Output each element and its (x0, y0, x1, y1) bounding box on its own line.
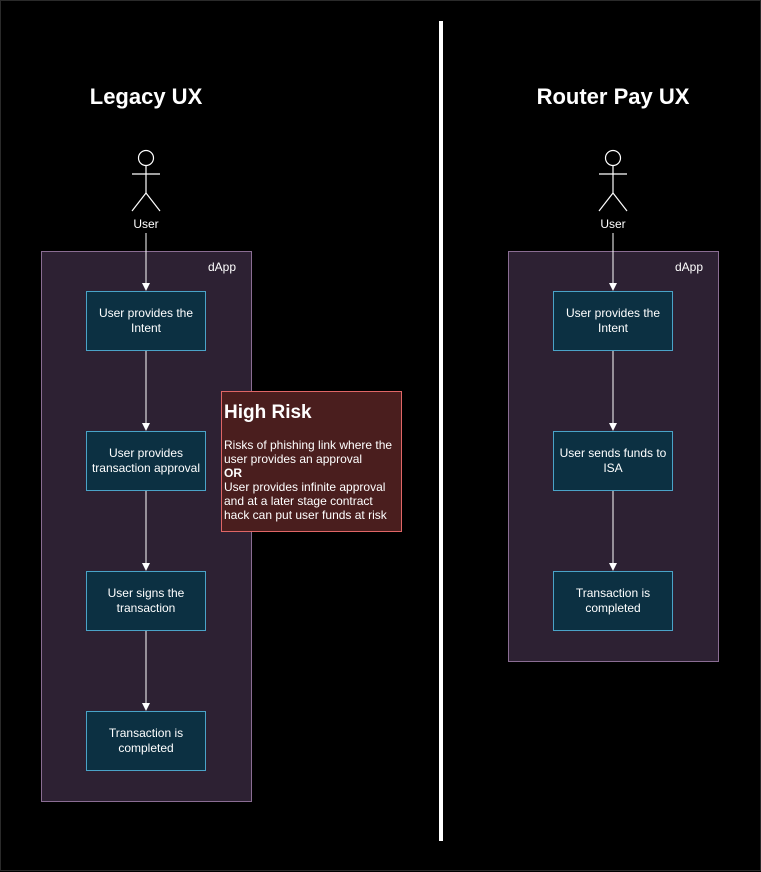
router-dapp-label: dApp (674, 260, 703, 274)
legacy-step-transaction-completed: Transaction is completed (86, 711, 206, 771)
router-user-actor-icon (598, 149, 628, 212)
legacy-step-provide-intent: User provides the Intent (86, 291, 206, 351)
legacy-user-actor-icon (131, 149, 161, 212)
legacy-step-transaction-approval: User provides transaction approval (86, 431, 206, 491)
legacy-ux-title: Legacy UX (89, 84, 203, 109)
router-step-provide-intent: User provides the Intent (553, 291, 673, 351)
router-pay-ux-title: Router Pay UX (536, 84, 690, 109)
router-step-transaction-completed: Transaction is completed (553, 571, 673, 631)
legacy-step-sign-transaction: User signs the transaction (86, 571, 206, 631)
high-risk-callout: High Risk Risks of phishing link where t… (221, 391, 402, 532)
high-risk-or-text: OR (224, 466, 242, 480)
high-risk-title: High Risk (224, 402, 312, 423)
legacy-dapp-label: dApp (207, 260, 236, 274)
high-risk-infinite-approval-text: User provides infinite approval and at a… (224, 480, 387, 522)
router-user-label: User (600, 217, 626, 231)
router-step-send-funds-isa: User sends funds to ISA (553, 431, 673, 491)
legacy-user-label: User (133, 217, 159, 231)
high-risk-phishing-text: Risks of phishing link where the user pr… (224, 438, 393, 466)
